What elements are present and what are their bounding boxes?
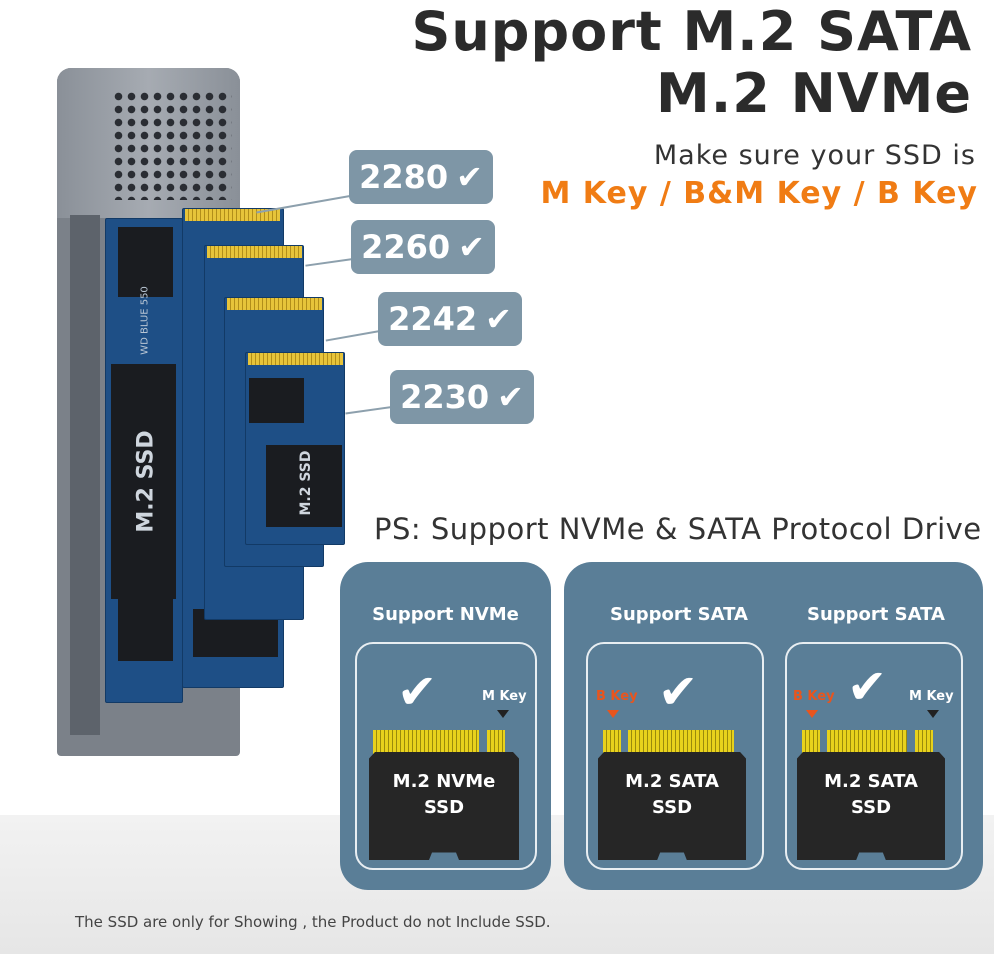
title-line-2: M.2 NVMe [656,62,972,125]
vent-holes [112,90,232,200]
size-badge-2242: 2242✔ [378,292,522,346]
size-label: 2260 [361,228,451,266]
key-types: M Key / B&M Key / B Key [540,176,978,211]
size-label: 2230 [400,378,490,416]
size-badge-2280: 2280✔ [349,150,493,204]
panel-sata: Support SATA Support SATA B Key ✔ M.2 SA… [564,562,983,890]
pointer-line [256,195,351,214]
panel-heading: Support NVMe [372,604,519,625]
enclosure-rail [70,215,100,735]
panel-heading: Support SATA [610,604,748,625]
panel-heading: Support SATA [807,604,945,625]
checkmark-icon: ✔ [497,378,524,416]
ssd-2280-large: WD BLUE 550 M.2 SSD [105,218,183,703]
ssd-board [369,752,519,860]
pointer-line [305,258,354,267]
checkmark-icon: ✔ [397,664,438,720]
b-key-label: B Key [596,689,638,704]
subtitle: Make sure your SSD is [653,140,976,171]
arrow-down-icon [927,710,939,718]
checkmark-icon: ✔ [847,659,888,715]
size-badge-2260: 2260✔ [351,220,495,274]
checkmark-icon: ✔ [658,664,699,720]
ssd-board [598,752,746,860]
ssd-brand-label: WD BLUE 550 [139,286,151,355]
title-line-1: Support M.2 SATA [411,0,972,63]
size-badge-2230: 2230✔ [390,370,534,424]
b-key-label: B Key [793,689,835,704]
ssd-label: M.2 SSD [133,430,159,533]
size-label: 2280 [359,158,449,196]
ps-note: PS: Support NVMe & SATA Protocol Drive [374,512,982,546]
ssd-board [797,752,945,860]
m-key-label: M Key [482,689,527,704]
checkmark-icon: ✔ [485,300,512,338]
checkmark-icon: ✔ [458,228,485,266]
pointer-line [345,406,393,415]
arrow-down-icon [806,710,818,718]
size-label: 2242 [388,300,478,338]
disclaimer: The SSD are only for Showing , the Produ… [75,913,551,931]
ssd-label-small: M.2 SSD [298,450,314,516]
arrow-down-icon [497,710,509,718]
checkmark-icon: ✔ [456,158,483,196]
m-key-label: M Key [909,689,954,704]
ssd-2230: M.2 SSD [245,352,345,545]
arrow-down-icon [607,710,619,718]
pointer-line [325,330,381,342]
